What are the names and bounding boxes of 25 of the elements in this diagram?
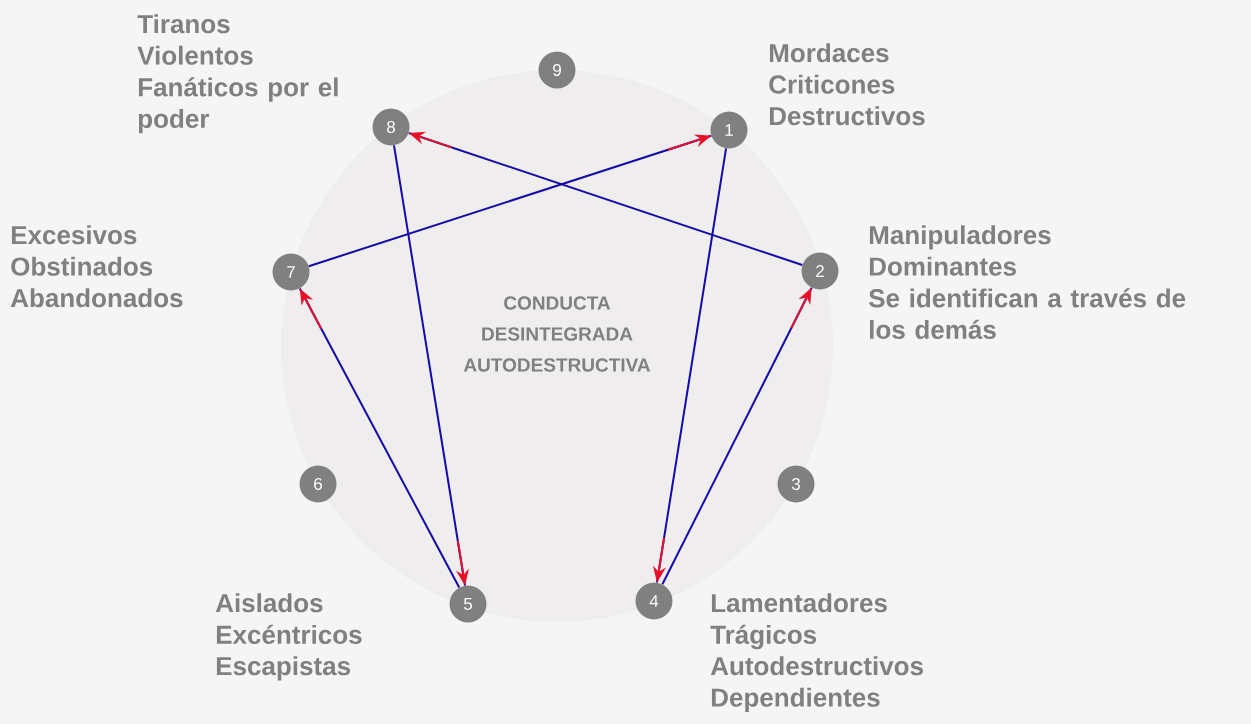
arrow [298, 287, 461, 589]
trait-label: Manipuladores [869, 225, 1051, 250]
trait-label: Tiranos [137, 14, 230, 34]
trait-label: Obstinados [11, 256, 153, 276]
trait-label: Se identifican a través de los demás [868, 288, 1186, 339]
trait-label: Excéntricos [216, 624, 362, 644]
trait-label: Violentos [137, 45, 253, 65]
trait-label: Abandonados [10, 288, 183, 308]
trait-label: Dominantes [869, 256, 1016, 276]
trait-label: Aislados [215, 593, 323, 613]
trait-label: Dependientes [711, 687, 880, 712]
center-text: CONDUCTA DESINTEGRADA AUTODESTRUCTIVA [463, 296, 651, 372]
trait-label: Lamentadores [711, 593, 887, 613]
trait-label: Mordaces [769, 43, 889, 63]
trait-label: Autodestructivos [710, 656, 923, 676]
arrow [307, 134, 713, 268]
trait-label: Fanáticos por el poder [138, 77, 338, 134]
arrow [393, 144, 469, 587]
trait-label: Criticones [769, 74, 895, 94]
arrow [661, 286, 813, 586]
trait-label: Destructivos [769, 106, 925, 126]
trait-label: Escapistas [216, 656, 350, 681]
trait-label: Excesivos [11, 225, 137, 245]
trait-label: Trágicos [710, 624, 817, 650]
arrow [407, 131, 804, 267]
